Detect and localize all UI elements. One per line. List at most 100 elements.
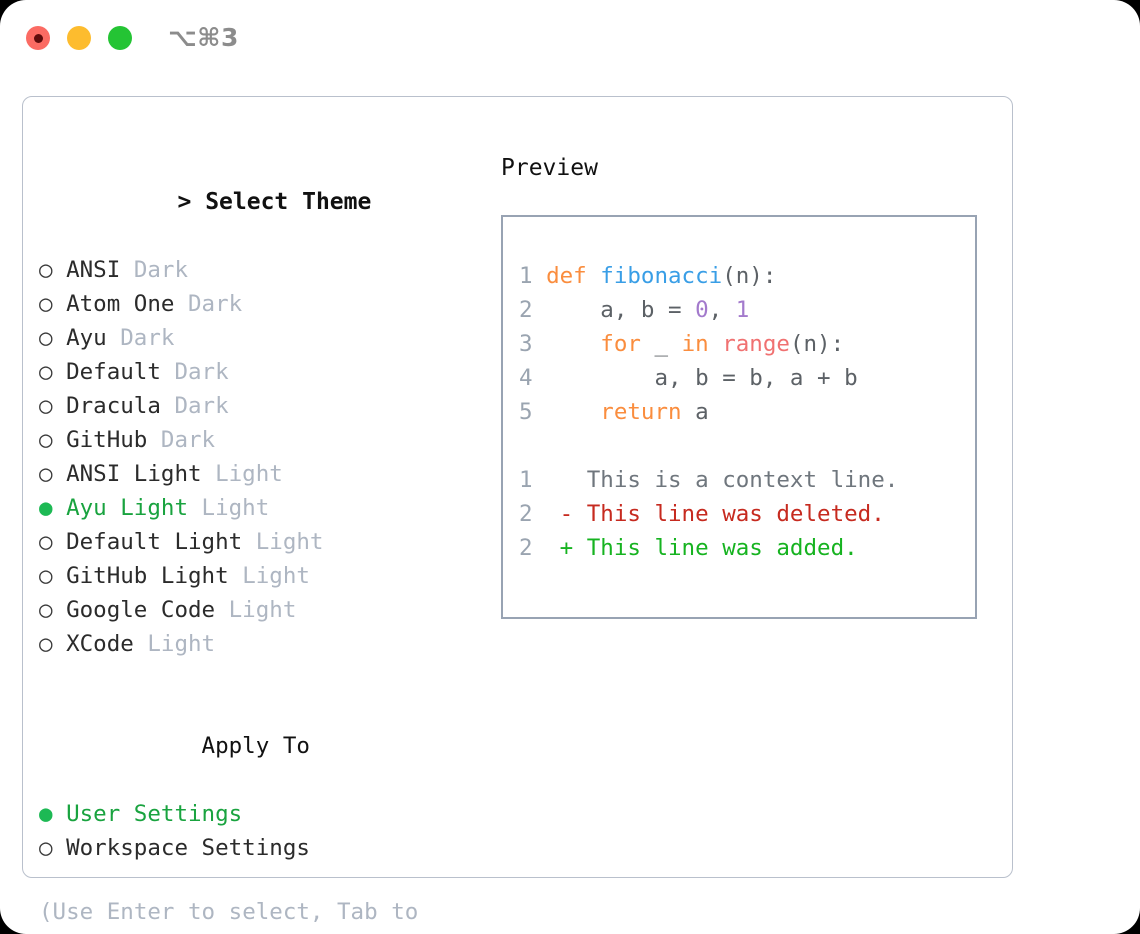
diff-line: 2 + This line was added.: [519, 531, 969, 565]
diff-text: This is a context line.: [546, 467, 899, 493]
code-token: [546, 399, 600, 425]
theme-list-item[interactable]: ○ Atom One Dark: [39, 287, 469, 321]
theme-variant-tag: Dark: [174, 393, 229, 419]
radio-unselected-icon: ○: [39, 359, 53, 385]
theme-name: GitHub Light: [66, 563, 229, 589]
code-token: 1: [735, 297, 750, 323]
code-line: 4 a, b = b, a + b: [519, 361, 969, 395]
theme-list-item[interactable]: ○ Google Code Light: [39, 593, 469, 627]
code-token: (n):: [722, 263, 777, 289]
theme-name: Ayu: [66, 325, 107, 351]
theme-name: XCode: [66, 631, 134, 657]
theme-list-item[interactable]: ○ GitHub Light Light: [39, 559, 469, 593]
radio-unselected-icon: ○: [39, 461, 53, 487]
preview-title: Preview: [501, 155, 598, 181]
radio-unselected-icon: ○: [39, 563, 53, 589]
code-token: [587, 263, 601, 289]
line-number: 2: [519, 501, 547, 527]
theme-list-item[interactable]: ○ Dracula Dark: [39, 389, 469, 423]
apply-to-item[interactable]: ○ Workspace Settings: [39, 831, 469, 865]
keyboard-hint-text: (Use Enter to select, Tab to change focu…: [39, 899, 419, 934]
radio-unselected-icon: ○: [39, 325, 53, 351]
theme-list-item[interactable]: ○ ANSI Dark: [39, 253, 469, 287]
theme-variant-tag: Dark: [120, 325, 175, 351]
traffic-light-controls: [26, 26, 132, 50]
theme-panel-title: Select Theme: [205, 189, 372, 215]
radio-unselected-icon: ○: [39, 529, 53, 555]
minimize-window-button[interactable]: [67, 26, 91, 50]
radio-unselected-icon: ○: [39, 393, 53, 419]
code-token: fibonacci: [600, 263, 723, 289]
apply-to-item[interactable]: ● User Settings: [39, 797, 469, 831]
radio-selected-icon: ●: [39, 801, 53, 827]
keyboard-shortcut-label: ⌥⌘3: [168, 23, 239, 52]
radio-unselected-icon: ○: [39, 835, 53, 861]
preview-panel: Preview 1 def fibonacci(n):2 a, b = 0, 1…: [501, 151, 991, 619]
code-line: 5 return a: [519, 395, 969, 429]
theme-name: ANSI: [66, 257, 121, 283]
diff-line: 1 This is a context line.: [519, 463, 969, 497]
code-token: a, b =: [546, 297, 696, 323]
theme-selector-panel: > Select Theme ○ ANSI Dark○ Atom One Dar…: [39, 151, 469, 934]
theme-variant-tag: Light: [228, 597, 297, 623]
code-diff-spacer: [519, 429, 969, 463]
code-token: 0: [695, 297, 709, 323]
theme-list-item[interactable]: ○ Ayu Dark: [39, 321, 469, 355]
theme-variant-tag: Dark: [160, 427, 216, 453]
line-number: 5: [519, 399, 547, 425]
theme-list-item[interactable]: ○ Default Light Light: [39, 525, 469, 559]
code-token: return: [600, 399, 682, 425]
theme-name: Google Code: [66, 597, 216, 623]
apply-to-label: Workspace Settings: [66, 835, 310, 861]
theme-variant-tag: Light: [242, 563, 310, 589]
diff-text: + This line was added.: [546, 535, 858, 561]
theme-variant-tag: Light: [215, 461, 283, 487]
theme-name: Default: [66, 359, 161, 385]
code-token: def: [546, 263, 587, 289]
radio-selected-icon: ●: [39, 495, 53, 521]
radio-unselected-icon: ○: [39, 427, 53, 453]
apply-to-list: ● User Settings○ Workspace Settings: [39, 797, 469, 865]
theme-name: Ayu Light: [66, 495, 188, 521]
theme-name: GitHub: [66, 427, 148, 453]
theme-variant-tag: Dark: [133, 257, 188, 283]
theme-list-item[interactable]: ○ XCode Light: [39, 627, 469, 661]
theme-name: Dracula: [66, 393, 161, 419]
apply-to-label: User Settings: [66, 801, 243, 827]
theme-list-item[interactable]: ○ GitHub Dark: [39, 423, 469, 457]
apply-to-header: Apply To: [39, 695, 469, 797]
theme-variant-tag: Light: [201, 495, 270, 521]
line-number: 3: [519, 331, 547, 357]
apply-to-title: Apply To: [201, 733, 310, 759]
theme-variant-tag: Light: [147, 631, 216, 657]
line-number: 2: [519, 297, 547, 323]
theme-name: Default Light: [66, 529, 243, 555]
code-token: a: [681, 399, 709, 425]
code-line: 3 for _ in range(n):: [519, 327, 969, 361]
code-token: (n):: [789, 331, 845, 357]
line-number: 2: [519, 535, 547, 561]
code-token: ,: [708, 297, 736, 323]
maximize-window-button[interactable]: [108, 26, 132, 50]
theme-list-item[interactable]: ○ Default Dark: [39, 355, 469, 389]
theme-panel-header: > Select Theme: [39, 151, 469, 253]
code-token: in: [681, 331, 709, 357]
theme-list-item[interactable]: ○ ANSI Light Light: [39, 457, 469, 491]
theme-name: Atom One: [66, 291, 175, 317]
apply-to-indent: [174, 729, 188, 763]
code-token: _: [640, 331, 682, 357]
code-line: 1 def fibonacci(n):: [519, 259, 969, 293]
radio-unselected-icon: ○: [39, 291, 53, 317]
code-token: a, b = b, a + b: [546, 365, 858, 391]
title-bar: ⌥⌘3: [0, 0, 1140, 78]
code-line: 2 a, b = 0, 1: [519, 293, 969, 327]
theme-list-item[interactable]: ● Ayu Light Light: [39, 491, 469, 525]
code-token: range: [722, 331, 790, 357]
main-card: > Select Theme ○ ANSI Dark○ Atom One Dar…: [22, 96, 1013, 934]
theme-variant-tag: Light: [255, 529, 324, 555]
diff-line: 2 - This line was deleted.: [519, 497, 969, 531]
close-window-button[interactable]: [26, 26, 50, 50]
line-number: 1: [519, 467, 547, 493]
theme-name: ANSI Light: [66, 461, 202, 487]
